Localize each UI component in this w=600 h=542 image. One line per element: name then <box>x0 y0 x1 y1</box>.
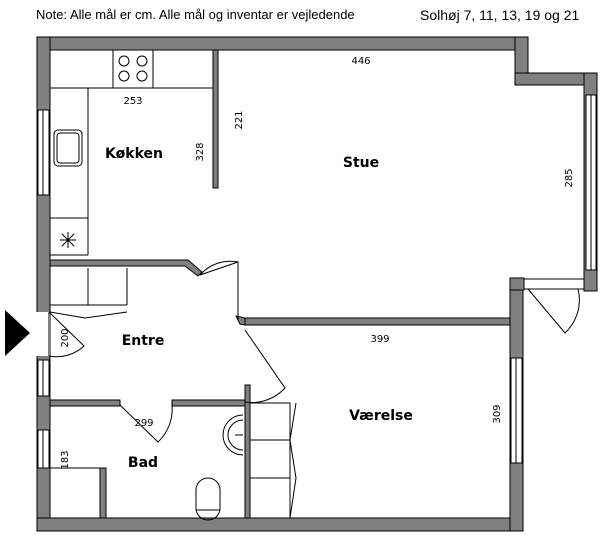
address-title: Solhøj 7, 11, 13, 19 og 21 <box>420 7 580 23</box>
living-depth: 285 <box>564 168 575 187</box>
kitchen-depth: 328 <box>195 142 206 161</box>
wardrobe <box>249 402 297 519</box>
entrance-arrow <box>5 310 30 356</box>
kitchen-counter <box>50 49 213 256</box>
plan-note: Note: Alle mål er cm. Alle mål og invent… <box>36 7 355 22</box>
living-label: Stue <box>343 155 379 171</box>
entrance-label: Entre <box>122 333 165 349</box>
balcony-door[interactable] <box>523 278 585 334</box>
living-wall-dim: 221 <box>234 110 245 129</box>
kitchen-label: Køkken <box>105 146 163 162</box>
bedroom-label: Værelse <box>349 408 413 424</box>
entrance-closet <box>49 268 128 305</box>
kitchen-width: 253 <box>123 96 142 107</box>
bath-label: Bad <box>128 455 158 471</box>
bath-depth: 183 <box>60 450 71 469</box>
interior-walls <box>49 49 511 519</box>
bath-fixtures <box>50 414 244 521</box>
entrance-door[interactable] <box>36 311 85 358</box>
entrance-depth: 200 <box>60 328 71 347</box>
doors[interactable] <box>49 260 286 443</box>
living-width: 446 <box>351 56 370 67</box>
windows <box>37 94 597 469</box>
bath-width: 299 <box>134 418 153 429</box>
bedroom-depth: 309 <box>492 404 503 423</box>
bedroom-width: 399 <box>370 334 389 345</box>
